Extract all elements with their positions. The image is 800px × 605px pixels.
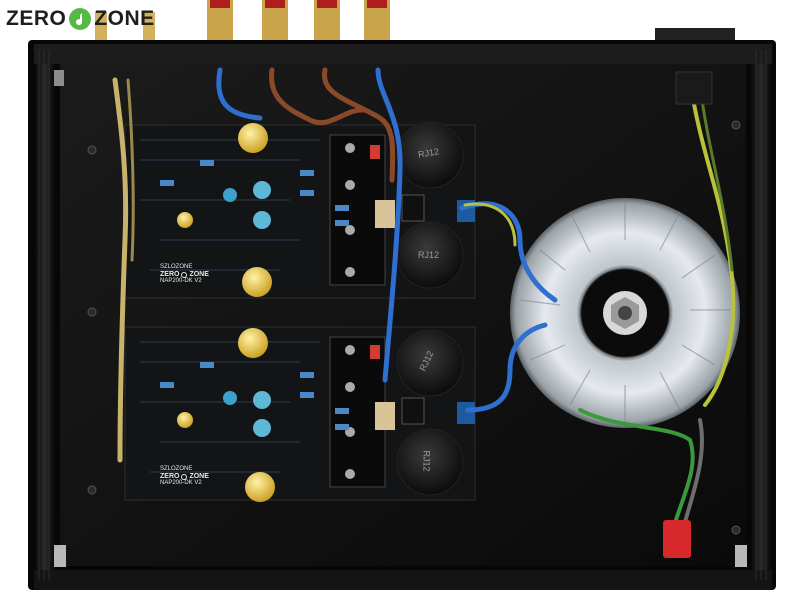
board-top-brand: ZERO ZONE: [160, 271, 209, 278]
rear-terminals: [95, 0, 735, 46]
board-top-brand-left: ZERO: [160, 271, 180, 278]
board-bottom-model: NAP200-DK V2: [160, 480, 202, 486]
board-top-model: NAP200-DK V2: [160, 278, 202, 284]
music-note-circle-icon: [69, 8, 92, 30]
logo-word-left: ZERO: [6, 7, 67, 30]
board-top-brand-right: ZONE: [189, 271, 209, 278]
board-bottom-brand-icon: [181, 473, 188, 480]
board-top-label: SZLOZONE ZERO ZONE NAP200-DK V2: [160, 264, 209, 285]
logo-word-right: ZONE: [94, 7, 155, 30]
capacitor-label-4: RJ12: [421, 450, 432, 472]
board-bottom-brand-left: ZERO: [160, 473, 180, 480]
board-bottom-brand-top: SZLOZONE: [160, 466, 193, 472]
amp-board-top: [124, 121, 476, 299]
ac-inlet: [675, 71, 713, 105]
red-heatshrink: [663, 520, 691, 558]
board-top-brand-icon: [181, 271, 188, 278]
board-bottom-brand: ZERO ZONE: [160, 473, 209, 480]
board-bottom-brand-right: ZONE: [189, 473, 209, 480]
board-bottom-label: SZLOZONE ZERO ZONE NAP200-DK V2: [160, 466, 209, 487]
zero-zone-logo: ZERO ZONE: [6, 6, 155, 32]
capacitor-label-2: RJ12: [418, 250, 440, 260]
wiring: [112, 67, 736, 542]
toroidal-transformer: [510, 198, 740, 428]
amp-board-bottom: [124, 326, 476, 502]
board-top-brand-top: SZLOZONE: [160, 264, 193, 270]
